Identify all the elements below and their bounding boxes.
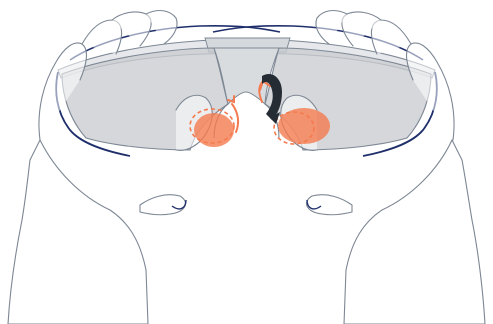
right-hand	[307, 140, 485, 324]
left-hand	[8, 140, 185, 324]
